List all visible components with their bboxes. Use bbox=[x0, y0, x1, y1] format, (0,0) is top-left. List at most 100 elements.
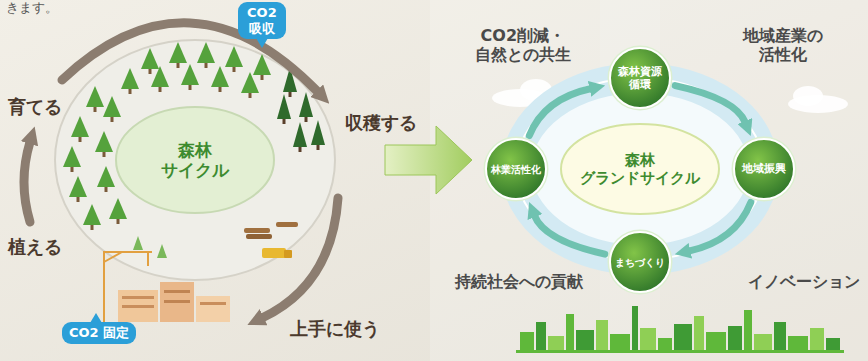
city-block bbox=[810, 328, 824, 350]
cycle-title: 森林 サイクル bbox=[158, 140, 233, 181]
truck bbox=[262, 248, 286, 258]
bubble-tail bbox=[90, 313, 102, 323]
circle-text: 森林資源 循環 bbox=[616, 65, 663, 91]
log bbox=[244, 228, 270, 233]
building bbox=[160, 282, 194, 322]
skyline bbox=[516, 306, 844, 353]
city-block bbox=[640, 328, 656, 350]
city-block bbox=[674, 324, 692, 350]
flow-arrow bbox=[385, 126, 472, 194]
cycle-circle: 森林資源 循環 bbox=[607, 45, 673, 111]
label-box: 上手に使う bbox=[290, 318, 380, 340]
cycle-arrow bbox=[262, 198, 338, 318]
tree bbox=[181, 64, 199, 90]
circle-text: 林業活性化 bbox=[491, 163, 541, 176]
city-block bbox=[754, 334, 772, 350]
label-text: CO2削減・ 自然との共生 bbox=[470, 26, 576, 64]
tree bbox=[299, 92, 313, 122]
city-block bbox=[788, 336, 808, 350]
label-text: 植える bbox=[8, 236, 62, 258]
cycle-arrow bbox=[689, 202, 751, 251]
cycle-circle: 地域振興 bbox=[731, 136, 797, 202]
ground-line bbox=[516, 350, 844, 353]
tree bbox=[95, 131, 113, 157]
window-row bbox=[122, 305, 154, 308]
ellipse-fill bbox=[116, 107, 274, 213]
label-text: 地域産業の 活性化 bbox=[740, 26, 826, 64]
label-text: きます。 bbox=[6, 0, 58, 16]
tree bbox=[311, 120, 325, 150]
tree bbox=[241, 72, 259, 98]
label-box: きます。 bbox=[6, 0, 58, 16]
tree bbox=[151, 66, 169, 92]
cycle-circle: 林業活性化 bbox=[483, 136, 549, 202]
tree bbox=[83, 204, 101, 230]
circle-halo bbox=[732, 137, 797, 202]
tree bbox=[71, 116, 89, 142]
log bbox=[246, 234, 272, 239]
cycle-arrow bbox=[675, 86, 745, 123]
city-tower bbox=[632, 306, 638, 350]
co2-bubble: CO2 固定 bbox=[62, 322, 136, 344]
tree bbox=[69, 176, 87, 202]
city-block bbox=[774, 322, 786, 350]
circle-fill bbox=[486, 139, 546, 199]
circle-halo bbox=[608, 230, 673, 295]
tree bbox=[211, 66, 229, 92]
label-text: イノベーション bbox=[748, 272, 860, 291]
building bbox=[118, 290, 158, 322]
log bbox=[276, 222, 298, 227]
tree bbox=[103, 96, 121, 122]
sapling bbox=[133, 236, 143, 250]
city-block bbox=[706, 332, 726, 350]
tree bbox=[277, 94, 291, 124]
label-box: CO2削減・ 自然との共生 bbox=[470, 26, 576, 64]
trees bbox=[63, 42, 325, 258]
tree bbox=[197, 42, 215, 68]
truck-cab bbox=[284, 250, 292, 258]
tree bbox=[253, 54, 271, 80]
cycle-arrow bbox=[529, 89, 591, 136]
city-block bbox=[658, 338, 672, 350]
logs bbox=[244, 222, 298, 258]
label-box: イノベーション bbox=[748, 272, 860, 291]
circle-halo bbox=[484, 137, 549, 202]
grand-cycle-center: 森林 グランドサイクル bbox=[560, 123, 720, 215]
city-block bbox=[826, 338, 840, 350]
bubble-tail bbox=[256, 38, 268, 48]
window-row bbox=[164, 290, 190, 293]
forest-ring bbox=[55, 40, 335, 280]
tree bbox=[97, 166, 115, 192]
background-haze bbox=[430, 0, 868, 361]
label-box: 育てる bbox=[8, 96, 62, 118]
tree bbox=[293, 122, 307, 152]
label-text: 持続社会への貢献 bbox=[455, 272, 583, 291]
city-tower bbox=[744, 310, 752, 350]
circle-fill bbox=[610, 48, 670, 108]
city-block bbox=[694, 316, 704, 350]
label-text: 上手に使う bbox=[290, 318, 380, 340]
label-box: 収穫する bbox=[345, 112, 417, 134]
circle-fill bbox=[734, 139, 794, 199]
cycle-center: 森林 サイクル bbox=[115, 106, 275, 214]
cycle-circle: まちづくり bbox=[607, 229, 673, 295]
tree bbox=[225, 46, 243, 72]
sapling bbox=[157, 244, 167, 258]
buildings bbox=[104, 252, 230, 322]
city-block bbox=[536, 322, 546, 350]
label-text: 収穫する bbox=[345, 112, 417, 134]
city-block bbox=[610, 334, 630, 350]
city-block bbox=[520, 332, 534, 350]
ellipse-fill bbox=[561, 124, 719, 214]
co2-bubble: CO2 吸収 bbox=[238, 2, 286, 39]
tree bbox=[63, 146, 81, 172]
window-row bbox=[200, 302, 226, 305]
cloud bbox=[793, 86, 823, 106]
circle-text: 地域振興 bbox=[742, 162, 786, 175]
cycle-title: 森林 グランドサイクル bbox=[577, 151, 703, 187]
label-box: 持続社会への貢献 bbox=[455, 272, 583, 291]
window-row bbox=[164, 300, 190, 303]
city-block bbox=[728, 326, 742, 350]
